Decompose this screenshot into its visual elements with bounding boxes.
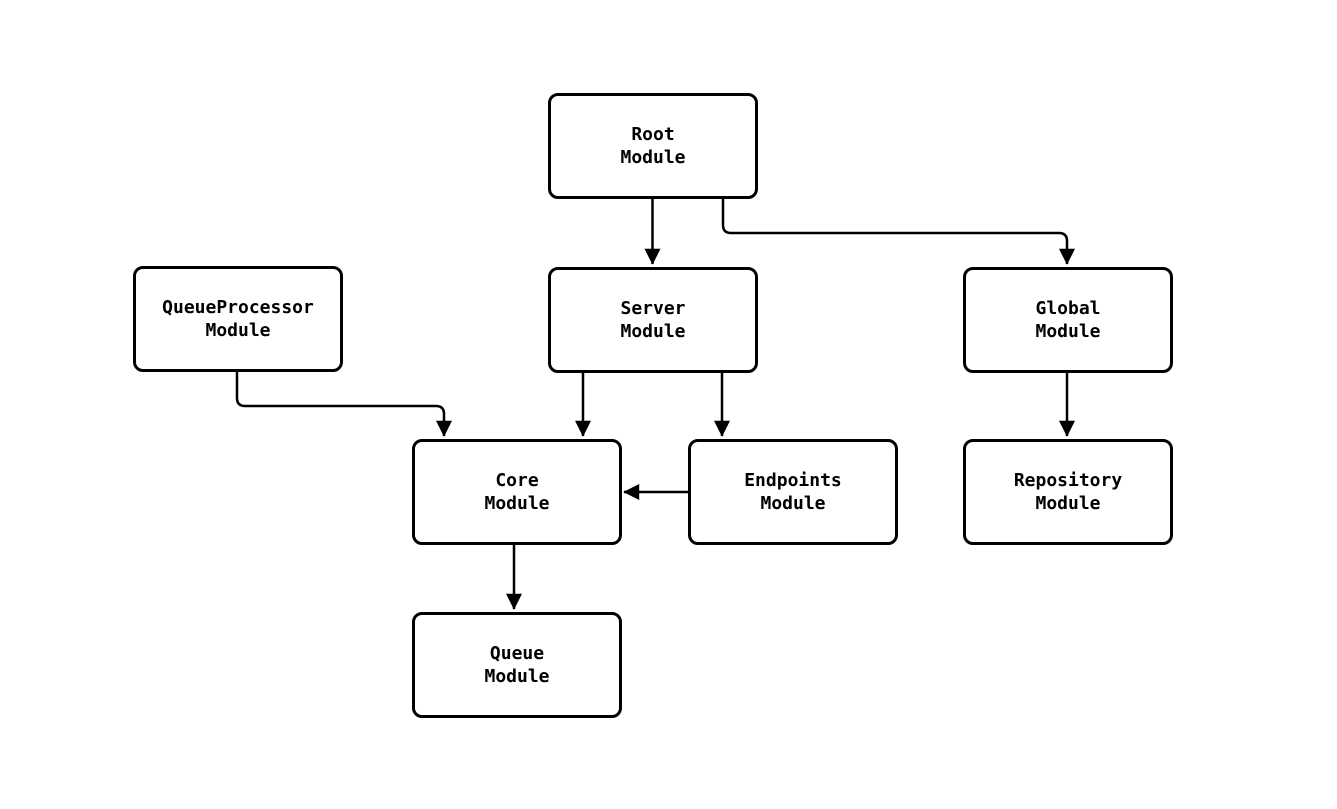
node-queue-module: Queue Module (412, 612, 622, 718)
node-queueprocessor-module: QueueProcessor Module (133, 266, 343, 372)
node-label-line1: QueueProcessor (162, 297, 314, 318)
node-label-line2: Module (760, 493, 826, 514)
node-repository-module: Repository Module (963, 439, 1173, 545)
node-label-line2: Module (205, 320, 271, 341)
node-global-module: Global Module (963, 267, 1173, 373)
edge-queueprocessor-to-core (235, 371, 452, 437)
node-label-line1: Repository (1013, 470, 1123, 491)
node-label-line1: Core (495, 470, 539, 491)
node-label-line2: Module (1035, 321, 1101, 342)
node-label-line1: Queue (489, 643, 545, 664)
node-root-module: Root Module (548, 93, 758, 199)
node-label-line2: Module (620, 321, 686, 342)
node-endpoints-module: Endpoints Module (688, 439, 898, 545)
node-label-line1: Global (1035, 298, 1101, 319)
node-server-module: Server Module (548, 267, 758, 373)
node-label-line2: Module (1035, 493, 1101, 514)
node-label-line2: Module (484, 666, 550, 687)
node-label-line1: Endpoints (744, 470, 842, 491)
node-label-line2: Module (484, 493, 550, 514)
edge-root-to-global (721, 198, 1075, 265)
node-label-line2: Module (620, 147, 686, 168)
node-label-line1: Server (620, 298, 686, 319)
node-core-module: Core Module (412, 439, 622, 545)
node-label-line1: Root (631, 124, 675, 145)
